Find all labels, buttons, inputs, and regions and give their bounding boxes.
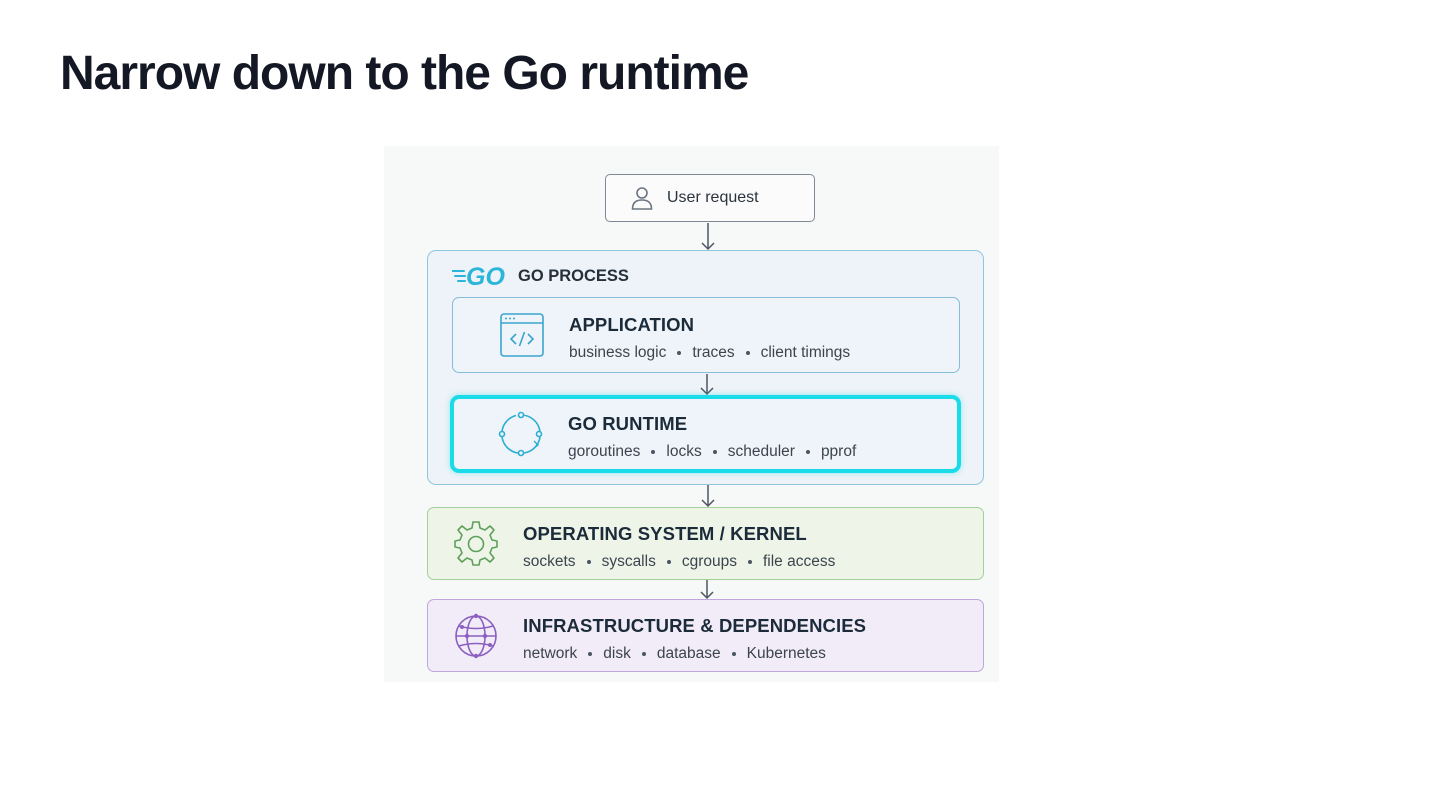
bullet-separator [747,560,752,564]
arrow-down-icon [700,580,714,600]
cycle-icon [498,411,544,457]
go-runtime-item: goroutines [568,443,641,460]
bullet-separator [586,560,591,564]
go-runtime-item: scheduler [727,443,795,460]
go-runtime-title: GO RUNTIME [568,413,688,434]
bullet-separator [731,652,736,656]
operating-system-item: file access [762,553,836,570]
arrow-down-icon [701,485,715,508]
architecture-diagram: User request GO GO PROCESS [384,146,999,682]
go-logo-icon: GO [452,263,510,289]
bullet-separator [641,652,646,656]
bullet-separator [677,351,682,355]
go-runtime-item: locks [666,443,702,460]
infrastructure-layer: INFRASTRUCTURE & DEPENDENCIES network di… [427,599,984,672]
operating-system-item: sockets [523,553,576,570]
bullet-separator [745,351,750,355]
person-icon [631,186,653,210]
go-runtime-items: goroutines locks scheduler pprof [568,443,856,461]
gear-icon [453,521,499,567]
bullet-separator [712,450,717,454]
application-item: traces [692,344,735,361]
operating-system-item: cgroups [681,553,737,570]
user-request-label: User request [667,189,759,206]
go-runtime-item: pprof [820,443,857,460]
user-request-box: User request [605,174,815,222]
infrastructure-item: network [523,645,578,662]
infrastructure-items: network disk database Kubernetes [523,645,866,663]
infrastructure-item: Kubernetes [746,645,826,662]
bullet-separator [588,652,593,656]
application-layer: APPLICATION business logic traces client… [452,297,960,373]
code-window-icon [500,313,544,357]
bullet-separator [651,450,656,454]
application-items: business logic traces client timings [569,344,850,362]
operating-system-items: sockets syscalls cgroups file access [523,553,835,571]
globe-network-icon [453,613,499,659]
go-runtime-layer: GO RUNTIME goroutines locks scheduler pp… [450,395,961,473]
operating-system-layer: OPERATING SYSTEM / KERNEL sockets syscal… [427,507,984,580]
arrow-down-icon [701,223,715,251]
infrastructure-item: database [656,645,721,662]
slide-title: Narrow down to the Go runtime [60,47,749,100]
infrastructure-item: disk [603,645,631,662]
go-process-container: GO GO PROCESS APPLICATION [427,250,984,485]
application-title: APPLICATION [569,314,695,335]
operating-system-title: OPERATING SYSTEM / KERNEL [523,523,807,544]
infrastructure-title: INFRASTRUCTURE & DEPENDENCIES [523,615,867,636]
bullet-separator [666,560,671,564]
svg-text:GO: GO [466,263,505,289]
application-item: business logic [569,344,667,361]
go-process-label: GO PROCESS [518,266,629,285]
go-process-header: GO GO PROCESS [452,263,629,289]
bullet-separator [805,450,810,454]
application-item: client timings [760,344,851,361]
operating-system-item: syscalls [601,553,656,570]
arrow-down-icon [700,374,714,396]
